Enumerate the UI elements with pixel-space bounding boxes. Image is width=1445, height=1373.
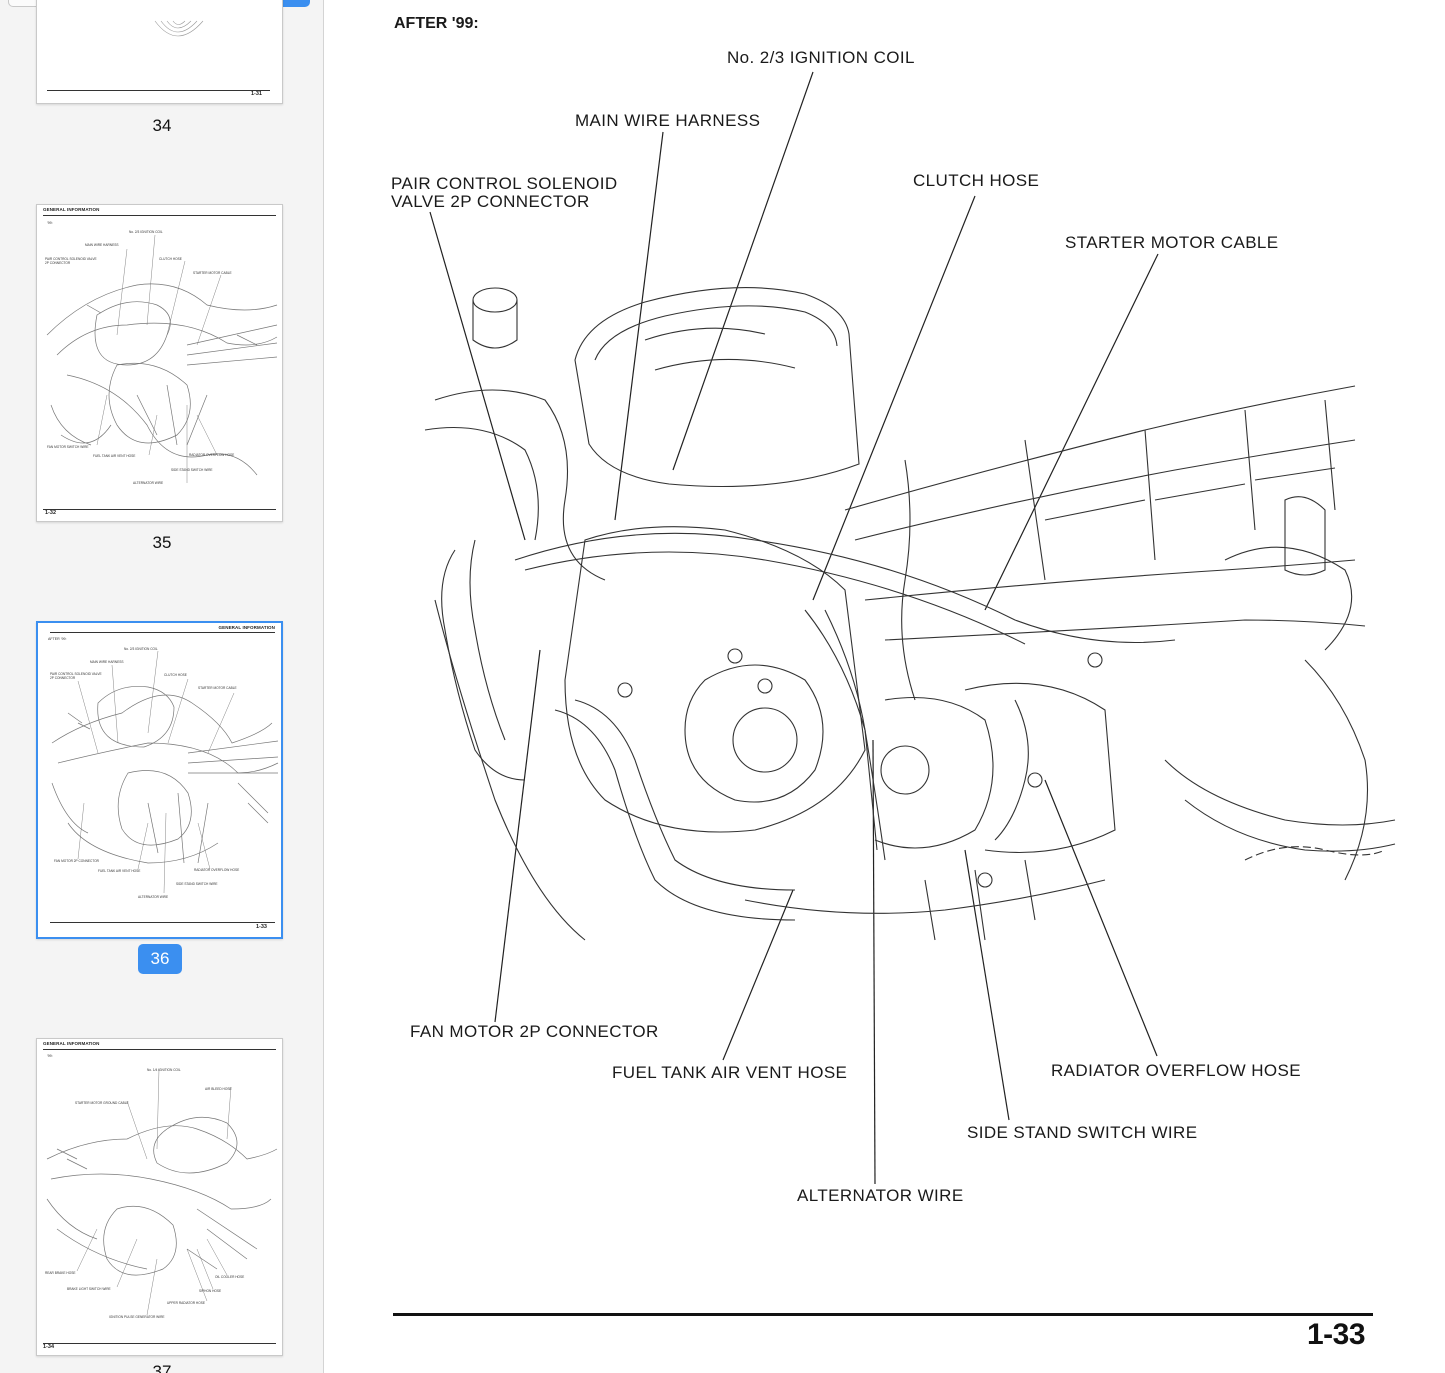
- thumbnail-subheader: '99:: [47, 221, 53, 225]
- thumbnail-callout: UPPER RADIATOR HOSE: [167, 1301, 205, 1305]
- callout-fan-motor-connector: FAN MOTOR 2P CONNECTOR: [410, 1022, 659, 1041]
- thumbnail-footer-rule: [50, 922, 275, 923]
- thumbnail-callout: OIL COOLER HOSE: [215, 1275, 245, 1279]
- thumbnail-callout: STARTER MOTOR GROUND CABLE: [75, 1101, 129, 1105]
- callout-clutch-hose: CLUTCH HOSE: [913, 171, 1040, 190]
- engine-line-art: [424, 287, 1396, 941]
- thumbnail-header: GENERAL INFORMATION: [218, 625, 275, 630]
- document-page-view[interactable]: AFTER '99: No. 2/3 IGNITION COIL MAIN WI…: [325, 0, 1445, 1373]
- thumbnail-callout: No. 1/4 IGNITION COIL: [147, 1068, 181, 1072]
- page-number-label-selected[interactable]: 36: [138, 944, 182, 974]
- thumbnail-header-rule: [43, 1049, 276, 1050]
- page-footer-rule: [393, 1313, 1373, 1316]
- thumbnail-callout: REAR BRAKE HOSE: [45, 1271, 76, 1275]
- thumbnail-drawing: [46, 1068, 278, 1316]
- thumbnail-header: GENERAL INFORMATION: [43, 1041, 100, 1046]
- thumbnail-callout: STARTER MOTOR CABLE: [198, 686, 237, 690]
- thumbnail-page-code: 1-31: [250, 91, 262, 97]
- callout-fuel-tank-vent-hose: FUEL TANK AIR VENT HOSE: [612, 1063, 848, 1082]
- thumbnail-callout: AIR BLEED HOSE: [205, 1087, 232, 1091]
- thumbnail-callout: RADIATOR OVERFLOW HOSE: [189, 453, 235, 457]
- callout-alternator-wire: ALTERNATOR WIRE: [797, 1186, 964, 1205]
- thumbnail-page-code: 1-33: [255, 924, 267, 930]
- page-number-label[interactable]: 37: [152, 1362, 172, 1373]
- thumbnail-drawing: [51, 650, 279, 894]
- thumbnail-callout: BRAKE LIGHT SWITCH WIRE: [67, 1287, 111, 1291]
- thumbnail-page-code: 1-34: [43, 1344, 55, 1350]
- thumbnail-callout: MAIN WIRE HARNESS: [90, 660, 124, 664]
- callout-side-stand-switch-wire: SIDE STAND SWITCH WIRE: [967, 1123, 1198, 1142]
- thumbnail-callout: STARTER MOTOR CABLE: [193, 271, 232, 275]
- thumbnail-callout: FAN MOTOR SWITCH WIRE: [47, 445, 89, 449]
- thumbnail-callout: SIPHON HOSE: [199, 1289, 222, 1293]
- page-thumbnail-37[interactable]: GENERAL INFORMATION '99:: [36, 1038, 283, 1356]
- thumbnail-callout: SIDE STAND SWITCH WIRE: [171, 468, 213, 472]
- thumbnail-header-rule: [43, 215, 276, 216]
- page-thumbnail-35[interactable]: GENERAL INFORMATION '99:: [36, 204, 283, 522]
- thumbnail-subheader: AFTER '99:: [48, 637, 67, 641]
- thumbnail-sidebar[interactable]: 1-31 34 GENERAL INFORMATION '99:: [0, 0, 324, 1373]
- thumbnail-callout: No. 2/3 IGNITION COIL: [124, 647, 158, 651]
- thumbnail-callout: CLUTCH HOSE: [164, 673, 187, 677]
- page-number-label[interactable]: 34: [152, 116, 172, 135]
- page-footer-code: 1-33: [1307, 1318, 1366, 1351]
- thumbnail-header: GENERAL INFORMATION: [43, 207, 100, 212]
- thumbnail-footer-rule: [47, 90, 270, 91]
- thumbnail-callout: CLUTCH HOSE: [159, 257, 182, 261]
- thumbnail-callout: No. 2/3 IGNITION COIL: [129, 230, 163, 234]
- thumbnail-header-rule: [50, 632, 275, 633]
- section-heading: AFTER '99:: [394, 15, 479, 32]
- thumbnail-callout: IGNITION PULSE GENERATOR WIRE: [109, 1315, 165, 1319]
- callout-starter-motor-cable: STARTER MOTOR CABLE: [1065, 233, 1279, 252]
- callout-pair-solenoid-line1: PAIR CONTROL SOLENOID: [391, 174, 618, 193]
- thumbnail-drawing: [154, 20, 204, 37]
- callout-ignition-coil: No. 2/3 IGNITION COIL: [727, 48, 915, 67]
- page-number-label[interactable]: 35: [152, 533, 172, 552]
- thumbnail-callout: SIDE STAND SWITCH WIRE: [176, 882, 218, 886]
- thumbnail-callout: ALTERNATOR WIRE: [133, 481, 164, 485]
- callout-main-wire-harness: MAIN WIRE HARNESS: [575, 111, 761, 130]
- thumbnail-callout: ALTERNATOR WIRE: [138, 895, 169, 899]
- thumbnail-callout: FUEL TANK AIR VENT HOSE: [93, 454, 136, 458]
- page-thumbnail-36[interactable]: GENERAL INFORMATION AFTER '99:: [36, 621, 283, 939]
- callout-radiator-overflow-hose: RADIATOR OVERFLOW HOSE: [1051, 1061, 1301, 1080]
- thumbnail-footer-rule: [43, 509, 276, 510]
- thumbnail-callout: PAIR CONTROL SOLENOID VALVE 2P CONNECTOR: [50, 672, 102, 680]
- thumbnail-callout: FAN MOTOR 2P CONNECTOR: [54, 859, 99, 863]
- thumbnail-callout: PAIR CONTROL SOLENOID VALVE 2P CONNECTOR: [45, 257, 97, 265]
- thumbnail-drawing: [46, 234, 278, 483]
- wiring-harness-diagram: [424, 71, 1396, 1185]
- callout-pair-solenoid-line2: VALVE 2P CONNECTOR: [391, 192, 590, 211]
- thumbnail-page-code: 1-32: [45, 510, 57, 516]
- callout-leader-lines: [429, 71, 1159, 1185]
- thumbnail-callout: MAIN WIRE HARNESS: [85, 243, 119, 247]
- page-thumbnail-34[interactable]: 1-31: [36, 0, 283, 104]
- thumbnail-subheader: '99:: [47, 1054, 53, 1058]
- thumbnail-footer-rule: [43, 1343, 276, 1344]
- thumbnail-callout: FUEL TANK AIR VENT HOSE: [98, 869, 141, 873]
- thumbnail-callout: RADIATOR OVERFLOW HOSE: [194, 868, 240, 872]
